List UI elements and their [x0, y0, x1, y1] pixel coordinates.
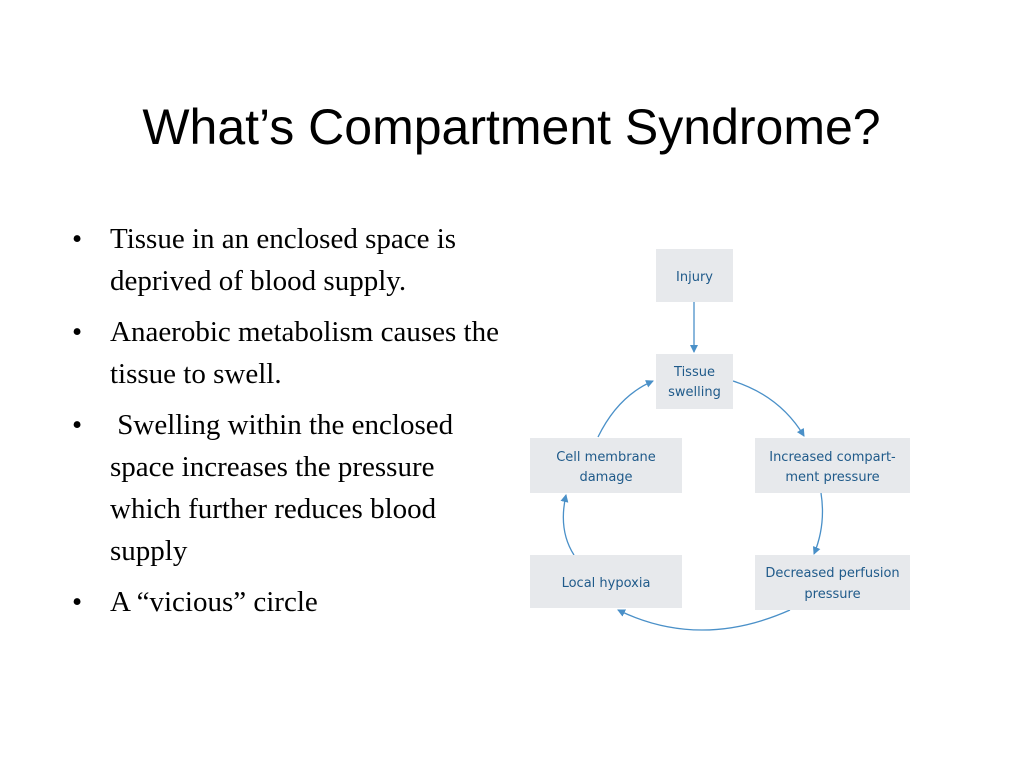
swelling-to-pressure-arrow — [732, 380, 805, 437]
membrane-to-swelling-arrow — [597, 380, 654, 438]
node-tissue-swelling-label-line1: Tissue — [673, 365, 715, 380]
slide-title: What’s Compartment Syndrome? — [142, 99, 881, 155]
node-increased-pressure-label-line2: ment pressure — [785, 470, 879, 485]
node-increased-pressure: Increased compart- ment pressure — [755, 438, 910, 493]
node-tissue-swelling-label-line2: swelling — [668, 385, 721, 400]
bullet-text: A “vicious” circle — [110, 586, 318, 618]
node-injury: Injury — [656, 249, 733, 302]
hypoxia-to-membrane-arrow — [560, 494, 575, 556]
node-decreased-perfusion-label-line2: pressure — [804, 587, 860, 602]
bullet-marker: • — [72, 586, 83, 618]
bullet-item: • Swelling within the enclosed space inc… — [72, 404, 502, 572]
node-decreased-perfusion-label-line1: Decreased perfusion — [765, 566, 899, 581]
bullet-item: • Tissue in an enclosed space is deprive… — [72, 218, 502, 302]
bullet-text: Tissue in an enclosed space is deprived … — [110, 223, 464, 297]
bullet-marker: • — [72, 409, 83, 441]
bullet-marker: • — [72, 316, 83, 348]
bullet-text: Swelling within the enclosed space incre… — [110, 409, 461, 567]
node-local-hypoxia-label: Local hypoxia — [562, 576, 651, 591]
node-cell-membrane-label-line1: Cell membrane — [556, 450, 656, 465]
node-cell-membrane-label-line2: damage — [579, 470, 632, 485]
node-tissue-swelling: Tissue swelling — [656, 354, 733, 409]
perfusion-to-hypoxia-arrow — [617, 609, 791, 631]
bullet-marker: • — [72, 223, 83, 255]
node-increased-pressure-label-line1: Increased compart- — [769, 450, 896, 465]
pressure-to-perfusion-arrow — [812, 492, 824, 555]
bullet-text: Anaerobic metabolism causes the tissue t… — [110, 316, 507, 390]
bullet-item: • Anaerobic metabolism causes the tissue… — [72, 311, 502, 395]
node-cell-membrane-damage: Cell membrane damage — [530, 438, 682, 493]
node-injury-label: Injury — [676, 270, 713, 285]
node-decreased-perfusion: Decreased perfusion pressure — [755, 555, 910, 610]
bullet-list: • Tissue in an enclosed space is deprive… — [72, 218, 502, 632]
node-local-hypoxia: Local hypoxia — [530, 555, 682, 608]
bullet-item: • A “vicious” circle — [72, 581, 502, 623]
